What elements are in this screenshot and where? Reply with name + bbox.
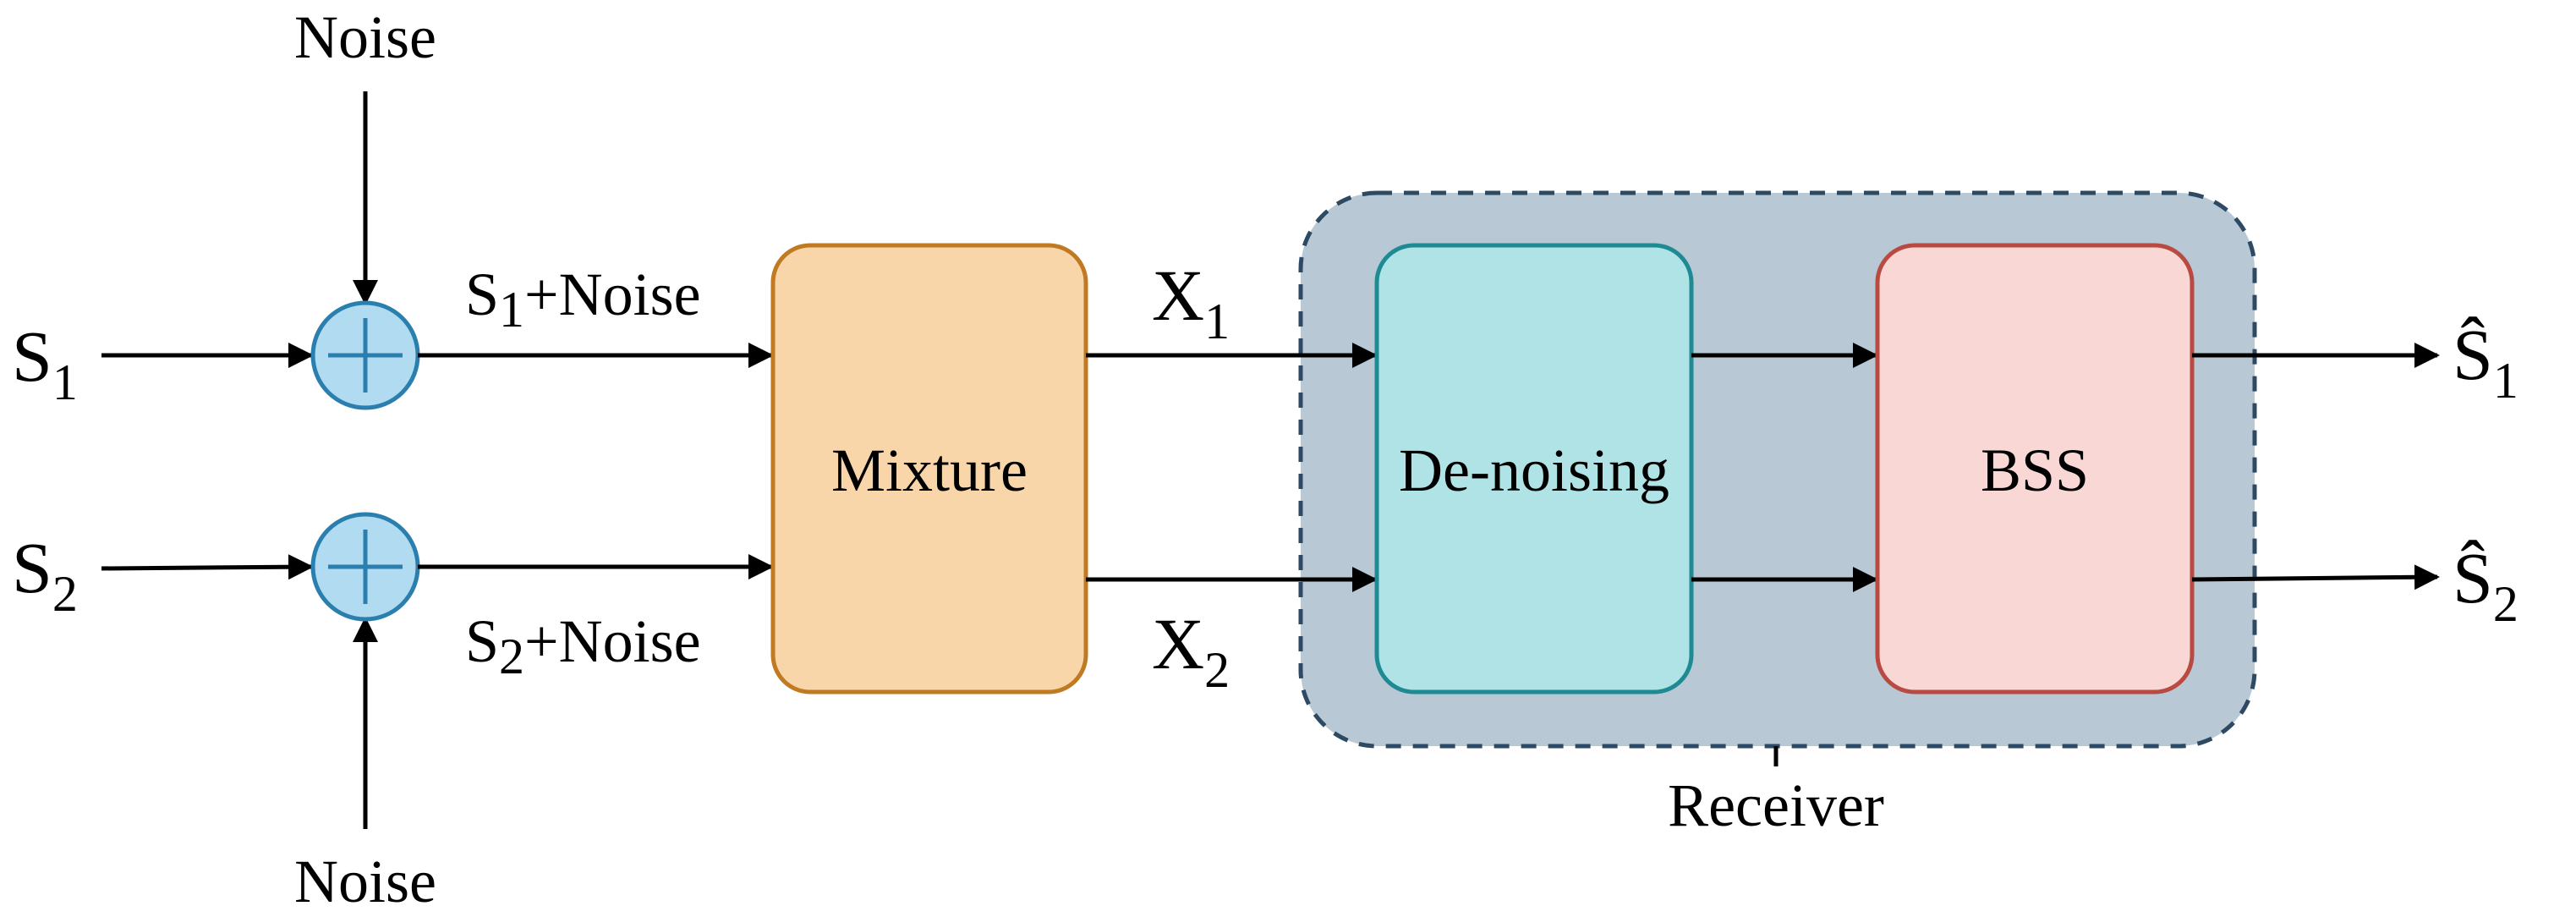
bss-label: BSS (1981, 437, 2089, 504)
x1-label: X1 (1152, 255, 1230, 349)
mixture-block (770, 243, 1088, 695)
sum1-label: S1+Noise (465, 261, 701, 338)
output-s1-label: Ŝ1 (2453, 314, 2518, 409)
adder-1 (310, 300, 420, 410)
denoising-block (1374, 243, 1694, 695)
denoising-label: De-noising (1399, 437, 1669, 504)
mixture-label: Mixture (831, 437, 1028, 504)
receiver-label: Receiver (1668, 771, 1884, 839)
output-s2-arrow (2191, 564, 2440, 590)
noise-bottom-label: Noise (294, 848, 436, 915)
sum2-label: S2+Noise (465, 607, 701, 684)
adder-2 (310, 512, 420, 622)
input-s2-arrow (101, 554, 314, 580)
bss-block (1875, 243, 2195, 695)
input-s1-label: S1 (12, 316, 78, 410)
input-s2-label: S2 (12, 527, 78, 622)
noise-top-label: Noise (294, 3, 436, 71)
output-s2-label: Ŝ2 (2453, 537, 2518, 632)
x2-label: X2 (1152, 603, 1230, 698)
